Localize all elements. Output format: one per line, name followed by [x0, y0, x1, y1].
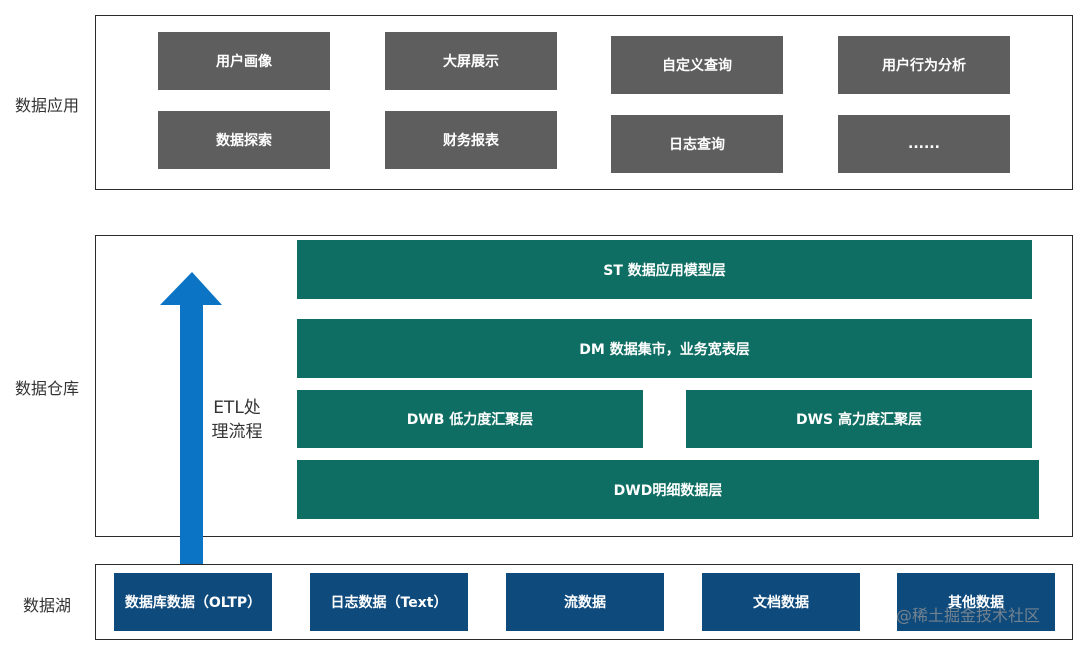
- app-block-more: ......: [838, 115, 1010, 173]
- lake-block-document: 文档数据: [702, 573, 860, 631]
- etl-label-line2: 理流程: [211, 422, 263, 442]
- app-block-user-portrait: 用户画像: [158, 32, 330, 90]
- app-block-custom-query: 自定义查询: [611, 36, 783, 94]
- dw-block-dm: DM 数据集市，业务宽表层: [297, 319, 1032, 378]
- layer-label-lake: 数据湖: [22, 596, 71, 615]
- lake-block-log: 日志数据（Text）: [310, 573, 468, 631]
- dw-block-dwd: DWD明细数据层: [297, 460, 1039, 519]
- dw-block-dws: DWS 高力度汇聚层: [686, 390, 1032, 448]
- lake-block-stream: 流数据: [506, 573, 664, 631]
- dw-block-st: ST 数据应用模型层: [297, 240, 1032, 299]
- etl-label-line1: ETL处: [213, 398, 261, 418]
- layer-label-dw: 数据仓库: [14, 379, 79, 398]
- app-block-data-exploration: 数据探索: [158, 111, 330, 169]
- lake-block-oltp: 数据库数据（OLTP）: [114, 573, 272, 631]
- lake-block-other: 其他数据: [897, 573, 1055, 631]
- etl-arrow-icon: [160, 272, 222, 564]
- etl-label: ETL处 理流程: [205, 396, 269, 444]
- dw-block-dwb: DWB 低力度汇聚层: [297, 390, 643, 448]
- app-block-user-behavior: 用户行为分析: [838, 36, 1010, 94]
- app-block-log-query: 日志查询: [611, 115, 783, 173]
- app-block-financial-report: 财务报表: [385, 111, 557, 169]
- watermark: @稀土掘金技术社区: [896, 606, 1041, 625]
- app-block-big-screen: 大屏展示: [385, 32, 557, 90]
- layer-label-app: 数据应用: [14, 96, 79, 115]
